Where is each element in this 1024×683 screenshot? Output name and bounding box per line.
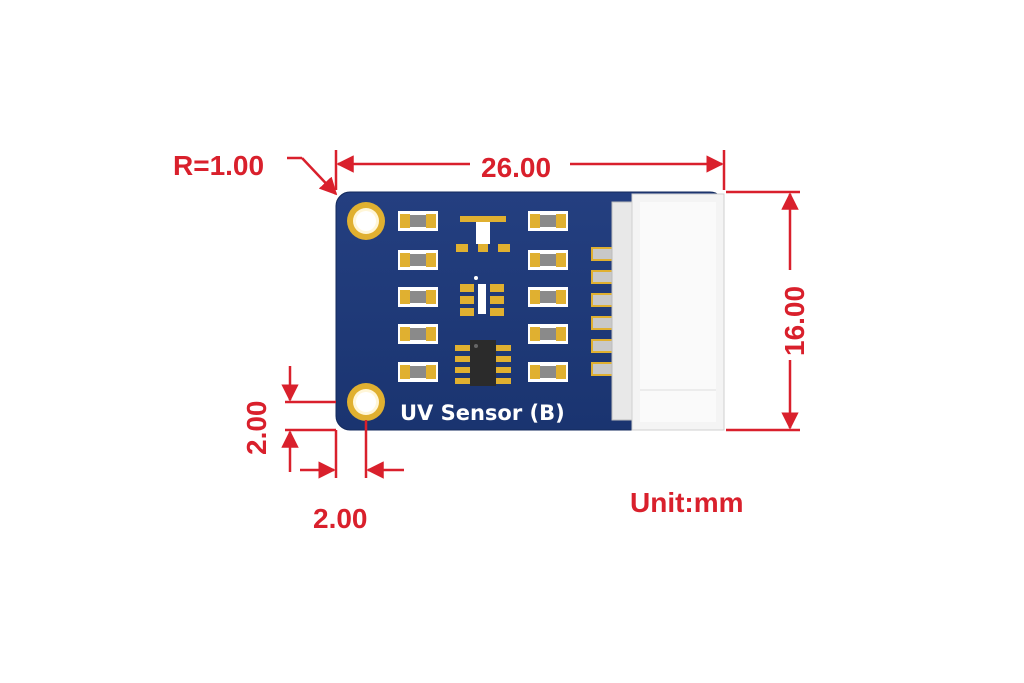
width-label: 26.00 <box>481 152 551 183</box>
dimension-lines <box>281 150 800 479</box>
height-label: 16.00 <box>779 286 810 356</box>
mounting-hole-bottom <box>347 383 385 421</box>
smd-components-left <box>398 211 438 382</box>
ic-footprint-top <box>456 216 510 252</box>
vertical-offset-label: 2.00 <box>241 401 272 456</box>
horizontal-offset-label: 2.00 <box>313 503 368 534</box>
ic-footprint-middle <box>460 276 504 316</box>
smd-components-right <box>528 211 568 382</box>
connector-housing <box>611 193 725 431</box>
ic-chip-bottom <box>455 340 511 386</box>
mounting-hole-top <box>347 202 385 240</box>
corner-radius-label: R=1.00 <box>173 150 264 181</box>
silkscreen-label: UV Sensor (B) <box>400 401 565 425</box>
unit-label: Unit:mm <box>630 487 744 518</box>
